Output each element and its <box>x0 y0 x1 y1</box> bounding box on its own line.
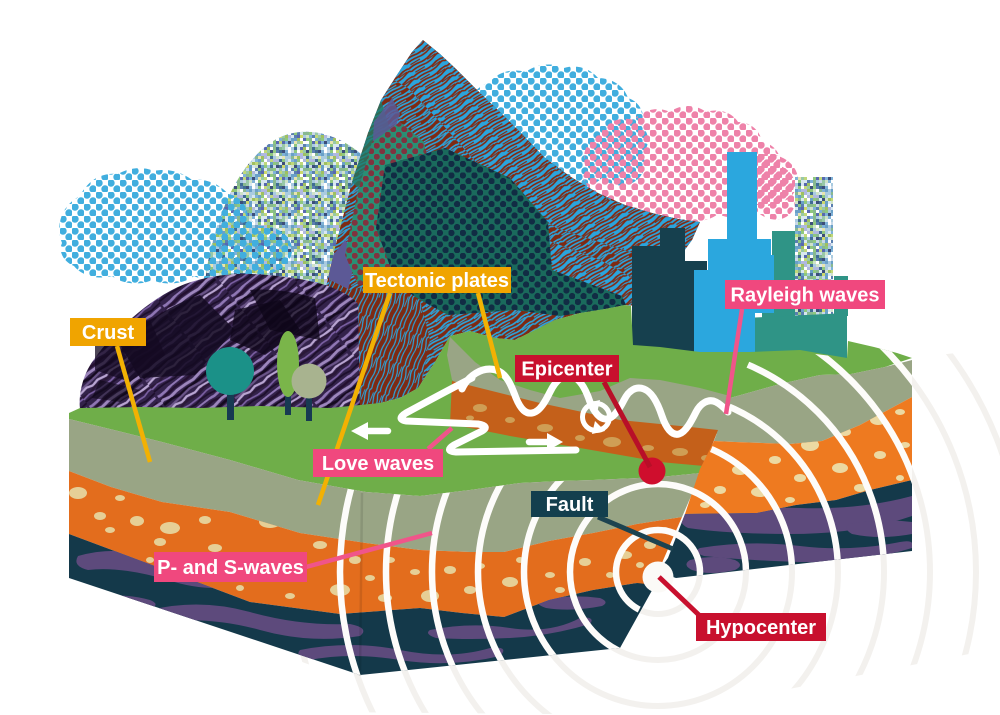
svg-text:Epicenter: Epicenter <box>521 359 612 381</box>
svg-text:P- and S-waves: P- and S-waves <box>157 557 304 579</box>
svg-text:Love waves: Love waves <box>322 453 434 475</box>
svg-text:Fault: Fault <box>546 494 594 516</box>
svg-text:Tectonic plates: Tectonic plates <box>365 270 509 292</box>
svg-text:Hypocenter: Hypocenter <box>706 617 816 639</box>
svg-text:Rayleigh waves: Rayleigh waves <box>731 285 880 307</box>
svg-text:Crust: Crust <box>82 322 135 344</box>
